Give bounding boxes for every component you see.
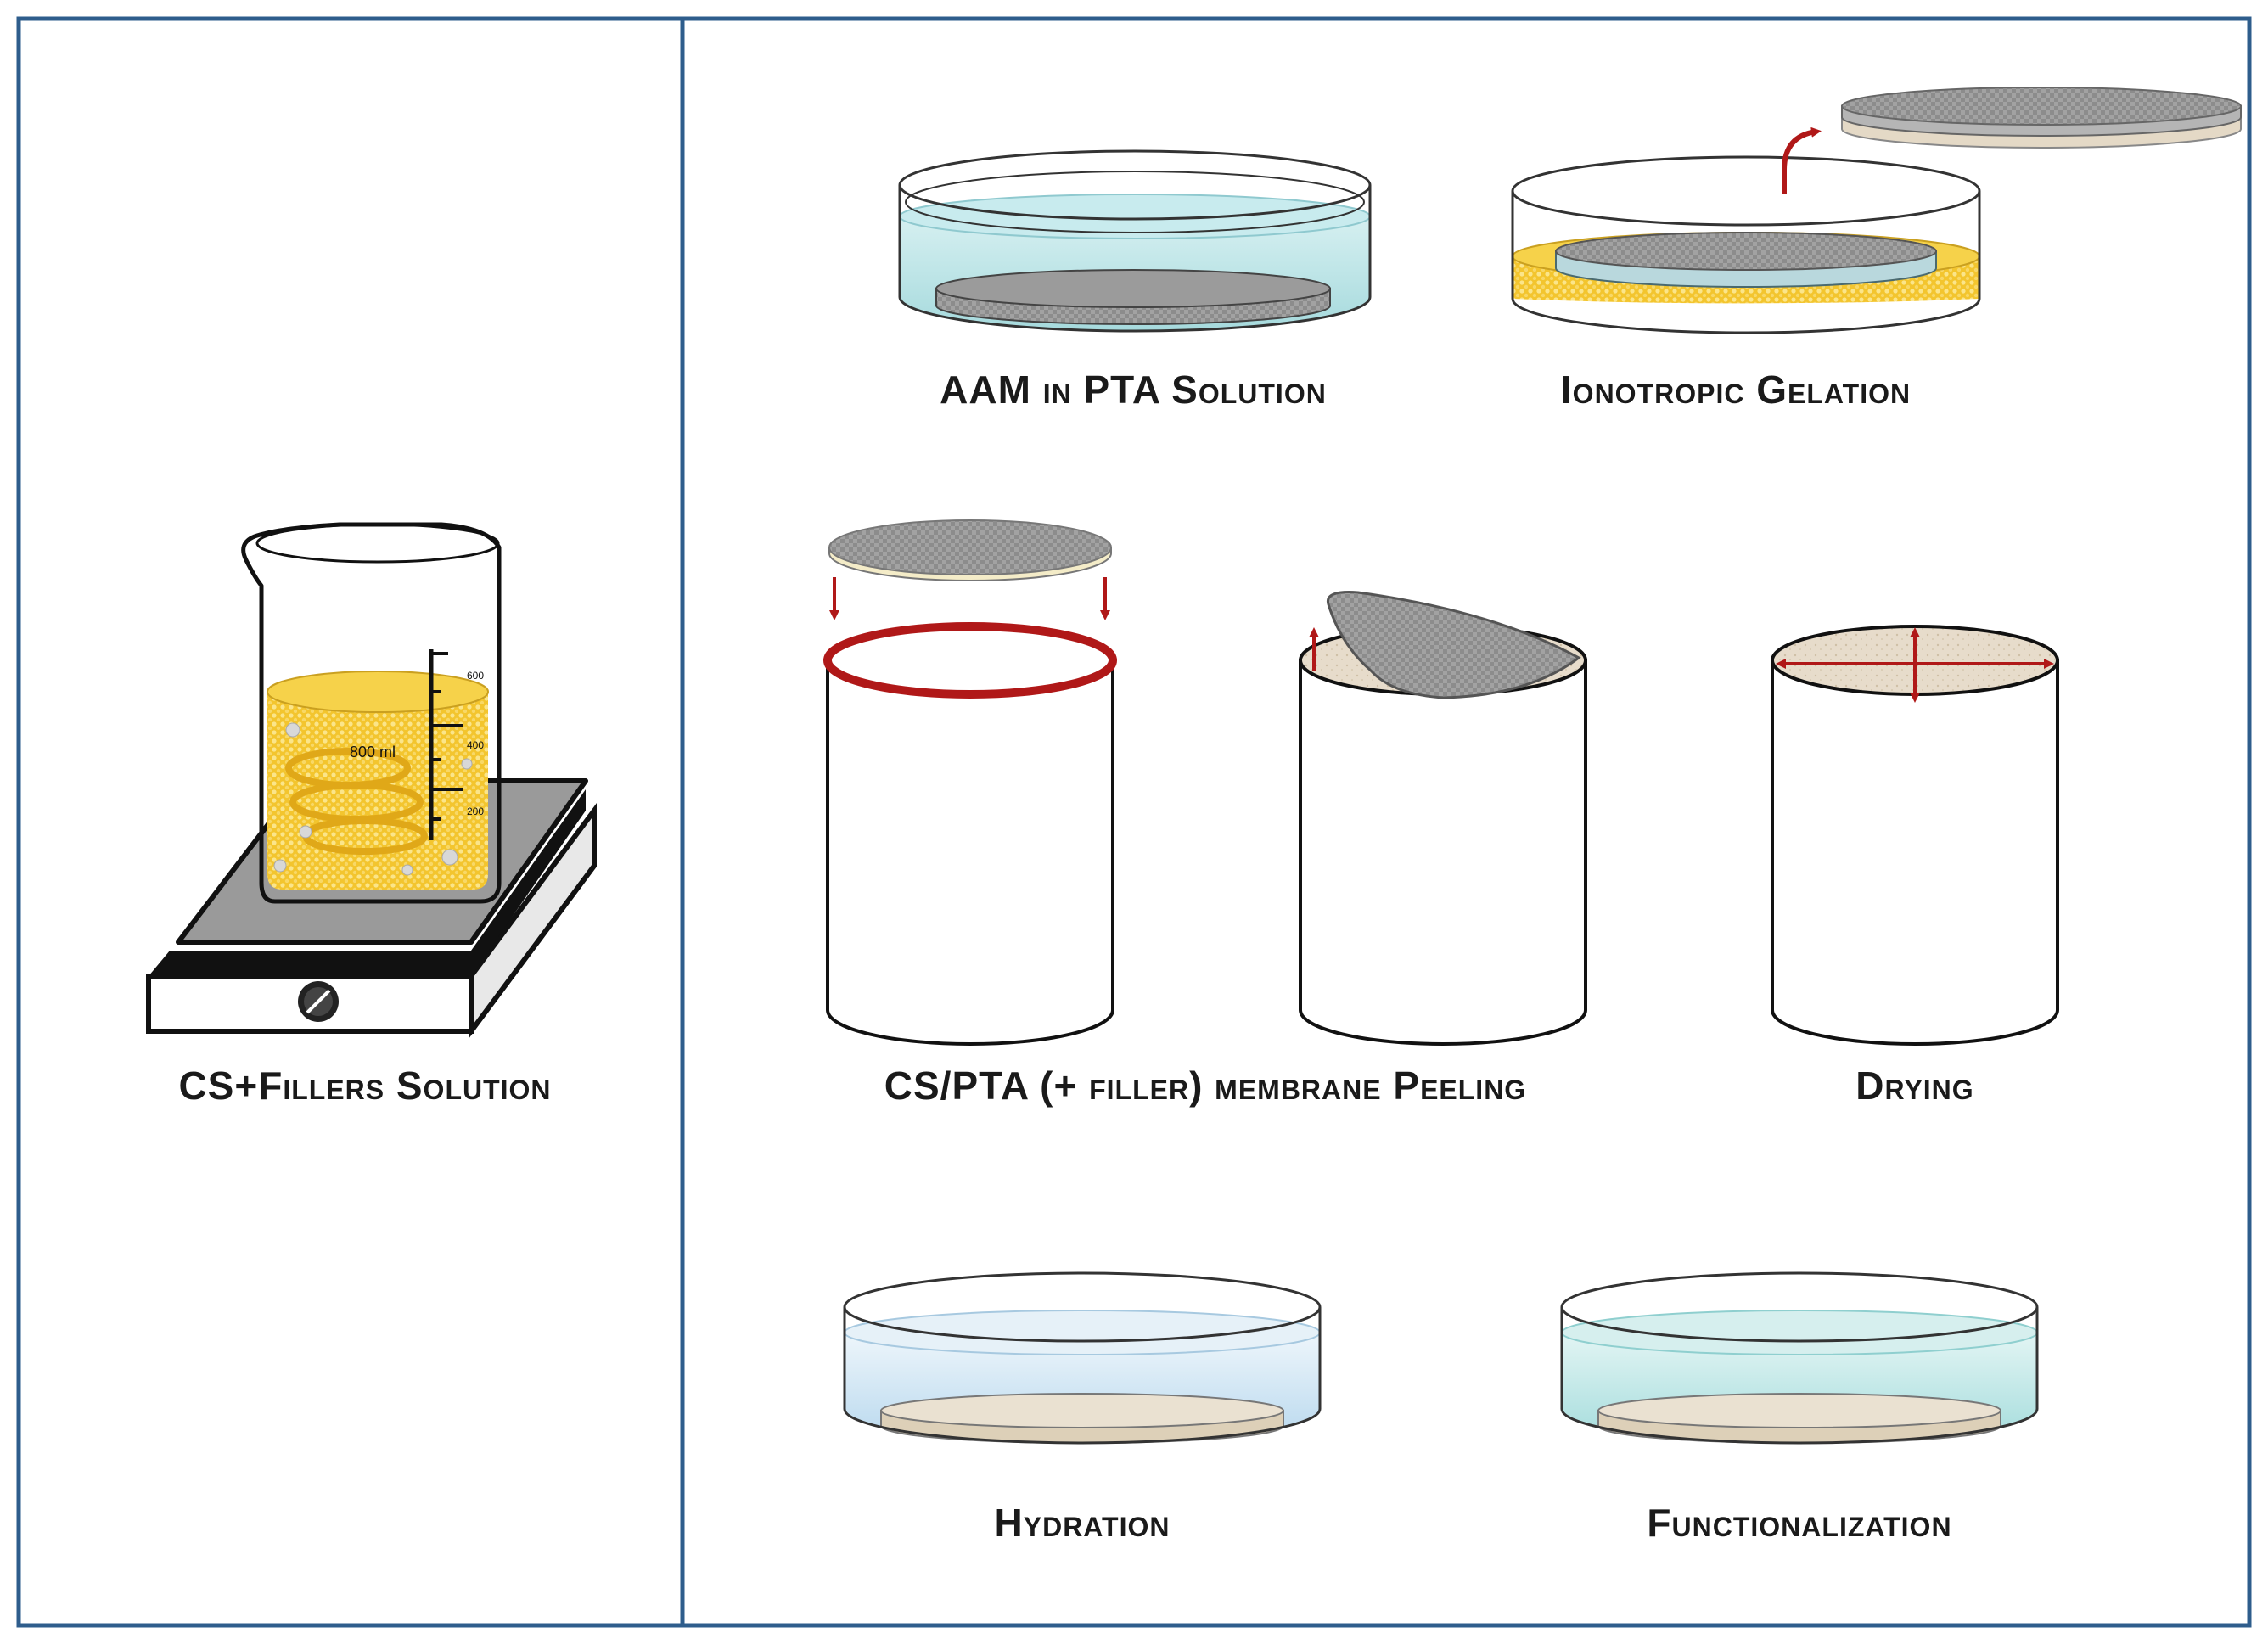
beaker-tick-600: 600 — [467, 670, 484, 682]
beaker-tick-400: 400 — [467, 739, 484, 751]
caption-functionalization: Functionalization — [1647, 1501, 1952, 1545]
hydration-dish — [843, 1271, 1322, 1445]
aam-pta-dish — [898, 149, 1372, 333]
beaker-tick-200: 200 — [467, 805, 484, 817]
caption-hydration: Hydration — [994, 1501, 1170, 1545]
outer-frame — [16, 16, 2252, 1628]
cylinder-peeling — [1299, 591, 1587, 1046]
lifted-membrane — [1841, 87, 2242, 149]
beaker-volume-label: 800 ml — [350, 744, 396, 760]
cylinder-placement — [823, 519, 1117, 1046]
caption-drying: Drying — [1855, 1064, 1974, 1108]
beaker: 800 ml 600 400 200 — [241, 522, 502, 904]
cylinder-drying — [1771, 625, 2059, 1046]
knob-icon — [298, 981, 339, 1022]
caption-gelation: Ionotropic Gelation — [1560, 368, 1912, 412]
lift-arrow — [1782, 126, 1822, 194]
caption-cs-fillers: CS+Fillers Solution — [178, 1064, 552, 1108]
gelation-dish — [1511, 126, 1981, 334]
caption-aam-pta: AAM in PTA Solution — [940, 368, 1327, 412]
functionalization-dish — [1560, 1271, 2039, 1445]
caption-peeling: CS/PTA (+ filler) membrane Peeling — [884, 1064, 1527, 1108]
